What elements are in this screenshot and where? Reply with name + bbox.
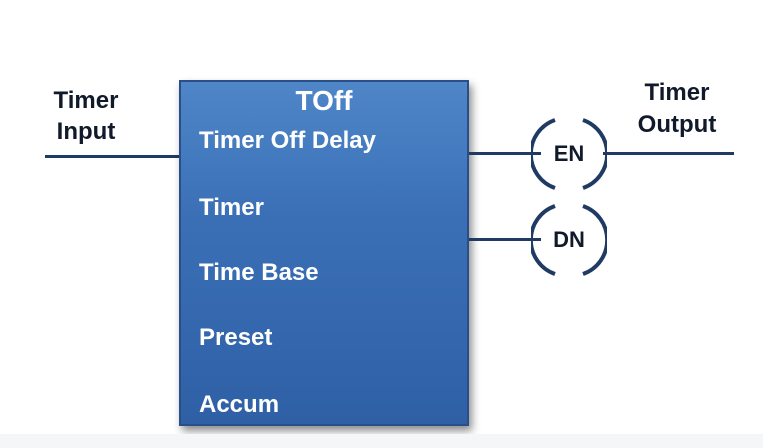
- bottom-strip: [0, 434, 763, 448]
- dn-coil-label: DN: [553, 227, 585, 252]
- dn-wire-in: [469, 238, 541, 241]
- timer-output-label-line1: Timer: [644, 79, 710, 106]
- toff-block[interactable]: TOff Timer Off Delay Timer Time Base Pre…: [179, 80, 469, 426]
- field-timer-off-delay: Timer Off Delay: [199, 127, 376, 154]
- input-wire: [45, 155, 181, 158]
- output-wire: [603, 152, 734, 155]
- field-preset: Preset: [199, 324, 273, 351]
- en-wire-in: [469, 152, 541, 155]
- timer-input-label-line2: Input: [56, 118, 116, 145]
- block-title: TOff: [295, 85, 353, 116]
- en-coil: EN: [528, 116, 610, 192]
- field-timer: Timer: [199, 194, 264, 221]
- dn-coil: DN: [528, 202, 610, 278]
- timer-input-label-line1: Timer: [53, 87, 119, 114]
- timer-output-label-line2: Output: [637, 111, 717, 138]
- field-accum: Accum: [199, 391, 280, 418]
- en-coil-label: EN: [553, 141, 585, 166]
- field-time-base: Time Base: [199, 259, 319, 286]
